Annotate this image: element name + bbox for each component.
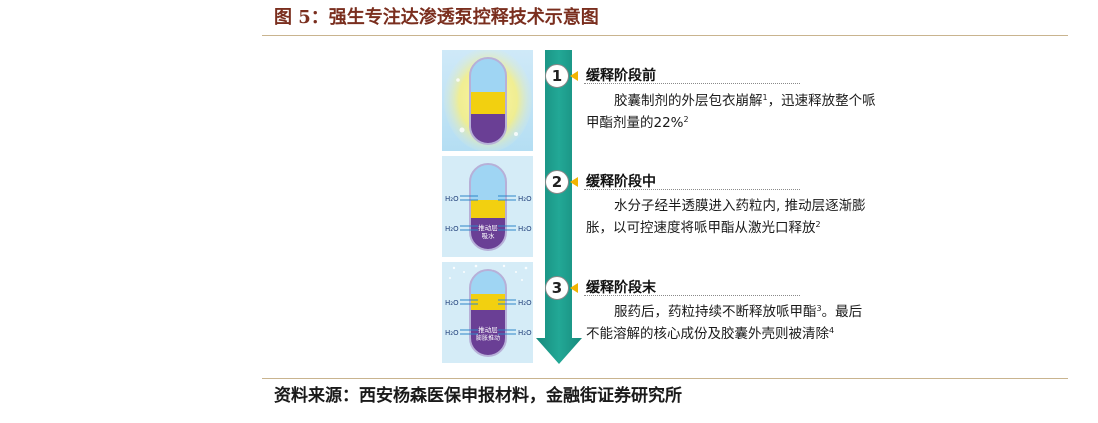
step-3-number: 3 (545, 276, 569, 300)
capsule-panel-end: 推动层 膨胀推动 H₂O H₂O H₂O H₂O (442, 262, 533, 363)
h2o-label: H₂O (445, 195, 459, 203)
figure-source: 资料来源：西安杨森医保申报材料，金融街证券研究所 (274, 386, 682, 406)
step-3-heading: 缓释阶段末 (586, 280, 656, 296)
top-rule (262, 35, 1068, 36)
capsule-panel-before (442, 50, 533, 151)
step-3-text: 不能溶解的核心成份及胶囊外壳则被清除 (586, 326, 829, 342)
capsule-during-illustration: 推动层 吸水 H₂O H₂O H₂O H₂O (442, 156, 533, 257)
step-3-text: 。最后 (821, 304, 863, 320)
step-1-text: ，迅速释放整个哌 (767, 93, 876, 109)
step-3-text: 服药后，药粒持续不断释放哌甲酯 (614, 304, 817, 320)
step-2-divider (584, 189, 800, 190)
process-arrow (536, 50, 582, 364)
step-2-description: 水分子经半透膜进入药粒内, 推动层逐渐膨 胀，以可控速度将哌甲酯从激光口释放2 (586, 195, 916, 239)
h2o-label: H₂O (518, 329, 532, 337)
capsule-layer-label: 推动层 (478, 223, 498, 232)
h2o-label: H₂O (445, 329, 459, 337)
h2o-label: H₂O (518, 225, 532, 233)
footnote-ref: 2 (815, 220, 821, 229)
figure-title: 图 5：强生专注达渗透泵控释技术示意图 (274, 7, 599, 28)
step-1-text: 胶囊制剂的外层包衣崩解 (614, 93, 763, 109)
bottom-rule (262, 378, 1068, 379)
step-2-heading: 缓释阶段中 (586, 174, 656, 190)
h2o-label: H₂O (518, 195, 532, 203)
footnote-ref: 1 (762, 93, 768, 102)
capsule-layer-label: 推动层 (478, 325, 498, 334)
footnote-ref: 2 (683, 115, 689, 124)
capsule-before-illustration (442, 50, 533, 151)
step-1-text: 甲酯剂量的22% (586, 115, 684, 131)
capsule-layer-label: 膨胀推动 (476, 334, 500, 342)
step-1-divider (584, 83, 800, 84)
footnote-ref: 4 (829, 326, 835, 335)
step-1-number: 1 (545, 64, 569, 88)
step-3-divider (584, 295, 800, 296)
step-1-pointer-icon (570, 71, 578, 81)
step-2-pointer-icon (570, 177, 578, 187)
step-1-description: 胶囊制剂的外层包衣崩解1，迅速释放整个哌 甲酯剂量的22%2 (586, 90, 916, 134)
capsule-layer-label: 吸水 (482, 231, 496, 240)
step-2-number: 2 (545, 170, 569, 194)
footnote-ref: 3 (816, 304, 822, 313)
step-1-heading: 缓释阶段前 (586, 68, 656, 84)
step-2-text: 胀，以可控速度将哌甲酯从激光口释放 (586, 220, 816, 236)
h2o-label: H₂O (518, 299, 532, 307)
capsule-end-illustration: 推动层 膨胀推动 H₂O H₂O H₂O H₂O (442, 262, 533, 363)
h2o-label: H₂O (445, 299, 459, 307)
step-3-description: 服药后，药粒持续不断释放哌甲酯3。最后 不能溶解的核心成份及胶囊外壳则被清除4 (586, 301, 916, 345)
h2o-label: H₂O (445, 225, 459, 233)
step-2-text: 水分子经半透膜进入药粒内, 推动层逐渐膨 (614, 198, 866, 214)
step-3-pointer-icon (570, 283, 578, 293)
capsule-panel-during: 推动层 吸水 H₂O H₂O H₂O H₂O (442, 156, 533, 257)
